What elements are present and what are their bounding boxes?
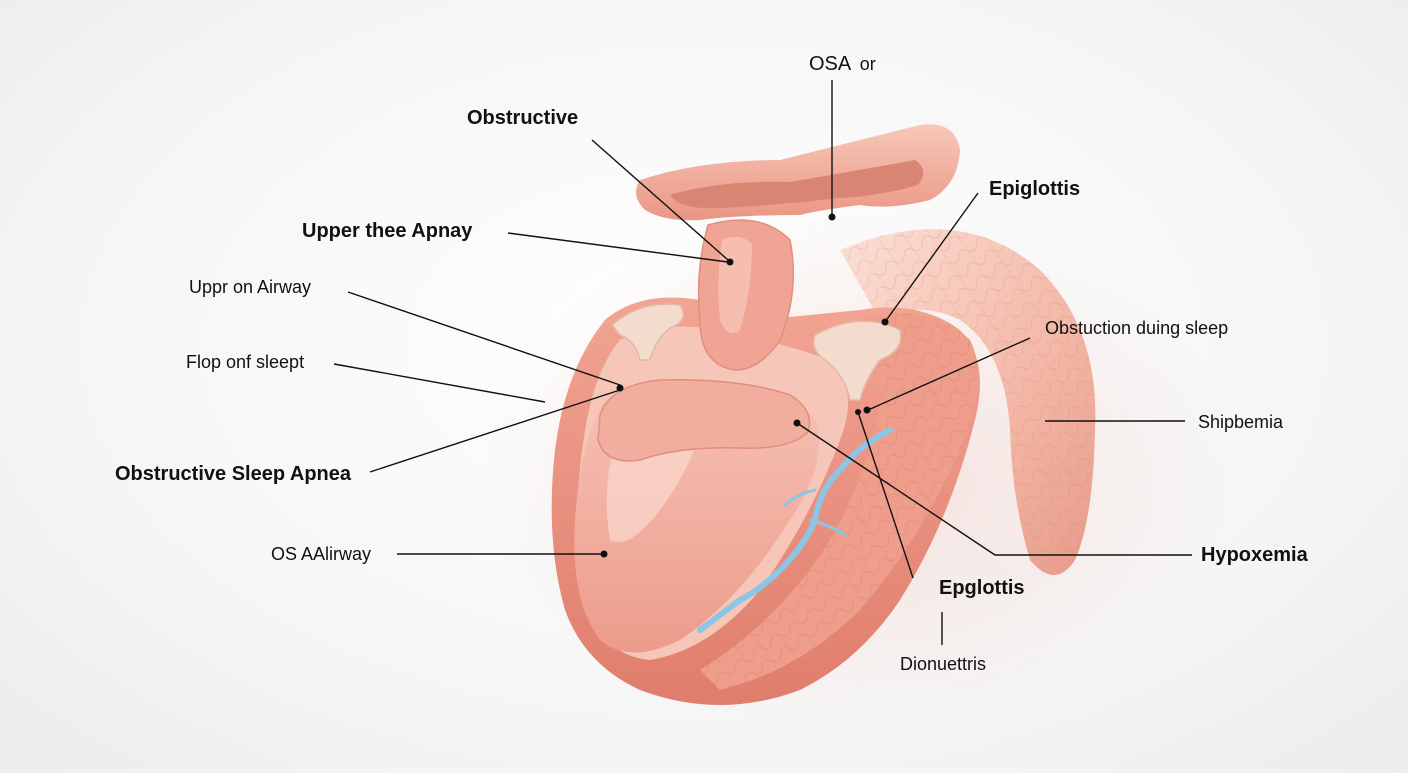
leader-lines xyxy=(333,80,1192,645)
leader-obstructive xyxy=(591,139,729,261)
leader-upper-thee-apnay xyxy=(507,232,729,263)
left-cartilage xyxy=(610,303,685,361)
label-upper-thee-apnay: Upper thee Apnay xyxy=(302,220,473,242)
leader-flop-onf-sleept xyxy=(333,363,546,403)
dot-epglottis xyxy=(855,409,861,415)
dot-airway xyxy=(616,384,624,392)
label-epiglottis: Epiglottis xyxy=(989,178,1081,200)
label-obstuction-during-sleep: Obstuction duing sleep xyxy=(1045,318,1229,338)
leader-epglottis xyxy=(857,411,914,579)
dot-os-aalirway xyxy=(600,550,608,558)
soft-palate xyxy=(597,379,811,462)
label-flop-onf-sleept: Flop onf sleept xyxy=(186,352,305,372)
leader-hypoxemia xyxy=(796,422,1192,556)
label-osa-or: OSA or xyxy=(809,54,876,74)
dot-osa xyxy=(828,213,836,221)
label-hypoxemia: Hypoxemia xyxy=(1201,544,1308,566)
blue-vessel-branch xyxy=(783,488,847,537)
label-dionuettris: Dionuettris xyxy=(900,654,987,674)
label-uppr-on-airway: Uppr on Airway xyxy=(189,277,312,297)
leader-epiglottis xyxy=(884,192,979,323)
nasopharynx-inner xyxy=(670,160,924,209)
dot-obstuction xyxy=(863,406,871,414)
leader-obstructive-sleep-apnea xyxy=(369,389,621,473)
label-epglottis: Epglottis xyxy=(939,577,1025,599)
label-obstructive-sleep-apnea: Obstructive Sleep Apnea xyxy=(115,463,351,485)
label-obstructive: Obstructive xyxy=(467,107,579,129)
label-shipbemia: Shipbemia xyxy=(1198,412,1284,432)
posterior-pharynx-texture xyxy=(840,229,1096,575)
leader-uppr-on-airway xyxy=(347,291,621,386)
leader-obstuction xyxy=(867,337,1031,411)
label-osa: OSA xyxy=(809,53,852,75)
dot-upper xyxy=(726,258,734,266)
anchor-dots xyxy=(600,213,889,558)
label-or: or xyxy=(859,54,876,74)
blue-vessel xyxy=(697,427,893,633)
pharyngeal-wall-cells xyxy=(700,313,978,690)
dot-hypoxemia xyxy=(793,419,801,427)
label-os-aalirway: OS AAlirway xyxy=(271,544,372,564)
dot-epiglottis xyxy=(881,318,889,326)
